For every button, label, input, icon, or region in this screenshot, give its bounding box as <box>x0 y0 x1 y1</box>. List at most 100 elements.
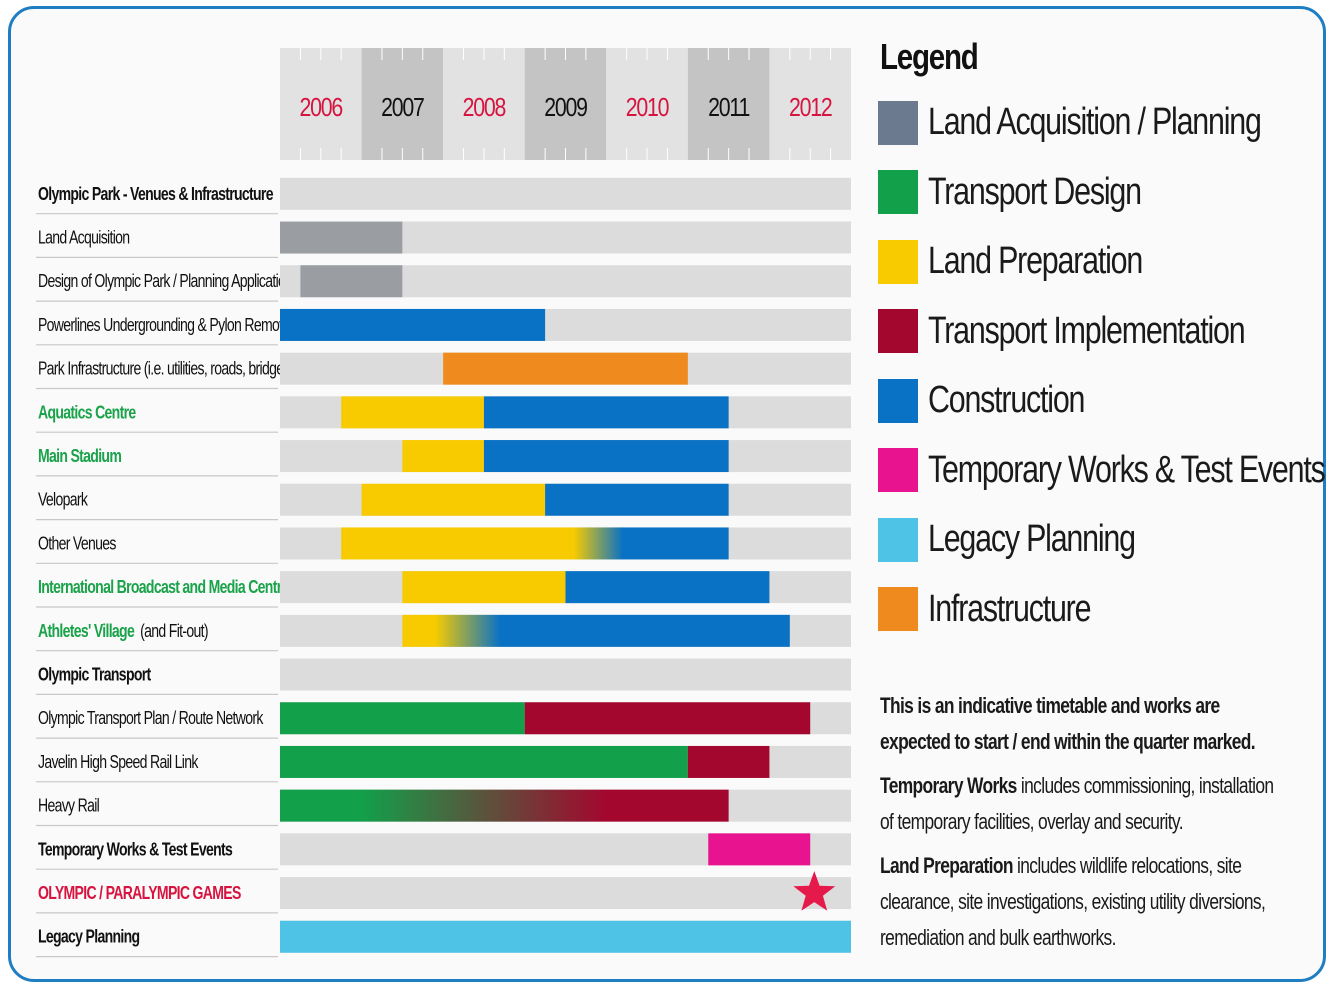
row-label: Legacy Planning <box>38 927 139 947</box>
legend-title: Legend <box>880 36 979 77</box>
legend-label: Infrastructure <box>928 587 1091 630</box>
year-label-2010: 2010 <box>626 93 670 123</box>
bar-segment <box>402 440 484 473</box>
legend-item: Transport Design <box>878 158 1318 228</box>
year-label-2012: 2012 <box>789 93 833 123</box>
gantt-row: Olympic Transport <box>36 658 851 696</box>
row-label: Athletes' Village(and Fit-out) <box>38 621 208 641</box>
row-label: Aquatics Centre <box>38 403 136 423</box>
games-star-icon <box>793 871 836 911</box>
gantt-chart: 2006 2007 2008 2009 2010 2011 2012 Olympic Par… <box>36 48 851 958</box>
legend-label: Land Preparation <box>928 240 1143 283</box>
legend-swatch <box>878 517 918 562</box>
bar-segment <box>280 308 546 341</box>
legend-item: Land Preparation <box>878 227 1318 297</box>
legend-item: Infrastructure <box>878 575 1318 645</box>
legend-swatch <box>878 587 918 632</box>
row-track <box>280 877 851 910</box>
bar-segment <box>341 527 729 560</box>
legend-label: Transport Design <box>928 170 1142 213</box>
bar-segment <box>300 265 403 298</box>
gantt-row: Heavy Rail <box>36 789 851 827</box>
legend-item: Legacy Planning <box>878 505 1318 575</box>
legend-label: Legacy Planning <box>928 518 1136 561</box>
row-label: Powerlines Undergrounding & Pylon Remova… <box>38 315 295 335</box>
bar-segment <box>361 483 546 516</box>
notes: This is an indicative timetable and work… <box>880 688 1275 964</box>
year-label-2008: 2008 <box>463 93 507 123</box>
row-track <box>280 658 851 691</box>
legend-swatch <box>878 309 918 354</box>
year-label-2006: 2006 <box>300 93 344 123</box>
bar-segment <box>280 789 729 822</box>
legend-swatch <box>878 378 918 423</box>
row-label: Design of Olympic Park / Planning Applic… <box>38 271 293 291</box>
bar-segment <box>280 920 851 953</box>
row-label: Olympic Transport <box>38 665 152 685</box>
gantt-row: Land Acquisition <box>36 221 851 258</box>
notes-temporary-works: Temporary Works includes commissioning, … <box>880 773 1274 834</box>
bar-segment <box>483 440 729 473</box>
year-column-2009 <box>524 48 607 160</box>
year-column-2007 <box>361 48 444 160</box>
legend-swatch <box>878 170 918 215</box>
row-label: Temporary Works & Test Events <box>38 840 233 860</box>
gantt-row: Aquatics Centre <box>36 396 851 433</box>
gantt-row: Powerlines Undergrounding & Pylon Remova… <box>36 308 851 346</box>
gantt-row: Olympic Transport Plan / Route Network <box>36 702 851 739</box>
legend-swatch <box>878 448 918 493</box>
bar-segment <box>483 396 729 429</box>
gantt-row: Other Venues <box>36 527 851 564</box>
gantt-row: Legacy Planning <box>36 920 851 958</box>
legend-item: Transport Implementation <box>878 297 1318 367</box>
row-label: Olympic Park - Venues & Infrastructure <box>38 184 273 204</box>
year-label-2007: 2007 <box>381 93 425 123</box>
bar-segment <box>443 352 688 385</box>
bar-segment <box>280 745 688 778</box>
row-label: Park Infrastructure (i.e. utilities, roa… <box>38 359 314 379</box>
year-column-2006 <box>280 48 362 160</box>
gantt-row: Design of Olympic Park / Planning Applic… <box>36 265 851 302</box>
notes-land-preparation: Land Preparation includes wildlife reloc… <box>880 853 1266 950</box>
row-label: Main Stadium <box>38 446 121 466</box>
year-column-2012 <box>769 48 851 160</box>
row-label: Javelin High Speed Rail Link <box>38 752 199 772</box>
legend-label: Temporary Works & Test Events <box>928 448 1326 491</box>
row-label: Other Venues <box>38 534 116 554</box>
notes-intro: This is an indicative timetable and work… <box>880 693 1256 754</box>
year-column-2010 <box>606 48 688 160</box>
gantt-row: Temporary Works & Test Events <box>36 833 851 870</box>
legend-swatch <box>878 239 918 284</box>
gantt-row: International Broadcast and Media Centre <box>36 571 851 608</box>
year-column-2008 <box>443 48 525 160</box>
row-label: Land Acquisition <box>38 228 130 248</box>
gantt-row: Velopark <box>36 483 851 521</box>
year-header: 2006 2007 2008 2009 2010 2011 2012 <box>280 48 851 160</box>
year-label-2011: 2011 <box>708 93 750 123</box>
gantt-row: OLYMPIC / PARALYMPIC GAMES <box>36 871 851 914</box>
legend-label: Transport Implementation <box>928 309 1246 352</box>
gantt-row: Athletes' Village(and Fit-out) <box>36 614 851 652</box>
gantt-row: Park Infrastructure (i.e. utilities, roa… <box>36 352 851 390</box>
bar-segment <box>402 614 790 647</box>
row-label: OLYMPIC / PARALYMPIC GAMES <box>38 883 241 903</box>
bar-segment <box>280 221 403 254</box>
gantt-row: Javelin High Speed Rail Link <box>36 745 851 783</box>
row-label: Velopark <box>38 490 89 510</box>
row-label: Heavy Rail <box>38 796 99 816</box>
row-label: Olympic Transport Plan / Route Network <box>38 708 264 728</box>
year-label-2009: 2009 <box>544 93 588 123</box>
gantt-row: Main Stadium <box>36 440 851 477</box>
legend-item: Construction <box>878 366 1318 436</box>
legend-item: Temporary Works & Test Events <box>878 436 1326 506</box>
row-track <box>280 177 851 210</box>
year-column-2011 <box>687 48 770 160</box>
bar-segment <box>341 396 484 429</box>
bar-segment <box>280 702 525 735</box>
bar-segment <box>687 745 770 778</box>
legend-item: Land Acquisition / Planning <box>878 88 1318 158</box>
gantt-row: Olympic Park - Venues & Infrastructure <box>36 177 851 215</box>
bar-segment <box>708 833 811 866</box>
